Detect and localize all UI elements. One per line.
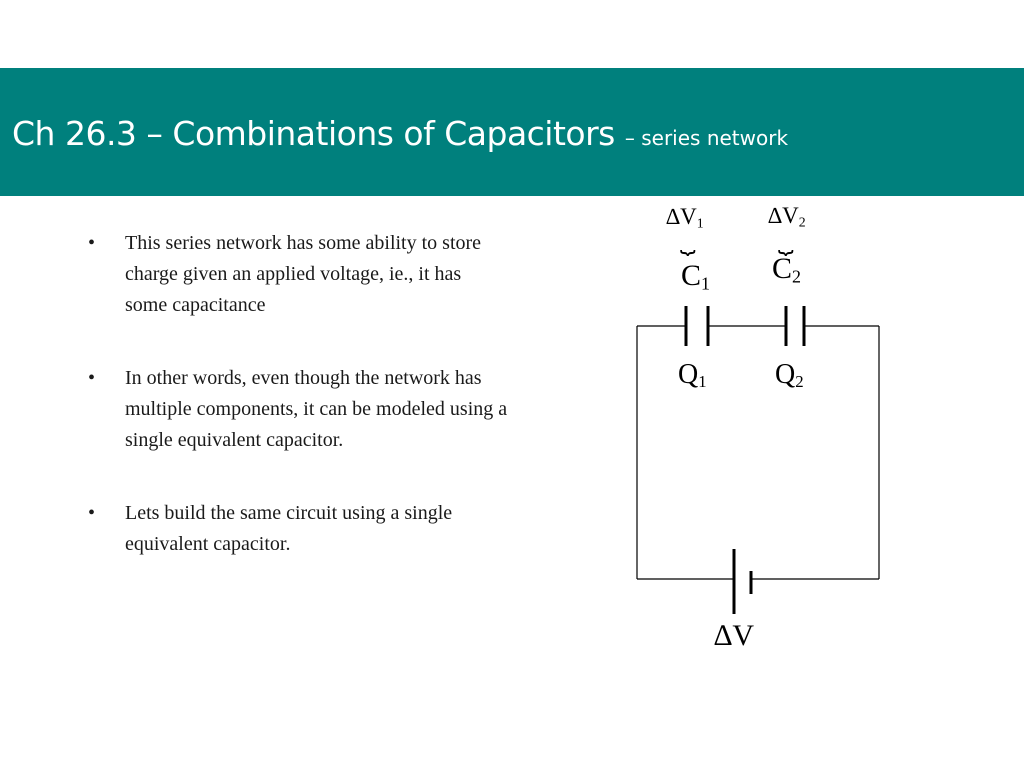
bullet-text: In other words, even though the network … xyxy=(125,367,508,451)
brace-c1: ⏟ xyxy=(680,225,696,254)
c1-label: C1 xyxy=(681,259,711,294)
title-bar xyxy=(0,68,1024,196)
bullet-item-2: • In other words, even though the networ… xyxy=(88,363,508,456)
title-main: Ch 26.3 – Combinations of Capacitors xyxy=(12,114,615,153)
bullet-text: This series network has some ability to … xyxy=(125,232,482,316)
capacitor-c1-symbol xyxy=(684,306,710,346)
bullet-marker: • xyxy=(88,232,96,254)
delta-v1-label: ∆V1 xyxy=(666,204,704,231)
battery-symbol xyxy=(732,549,753,614)
delta-v2-label: ∆V2 xyxy=(768,203,806,230)
bullet-marker: • xyxy=(88,367,96,389)
bullet-text: Lets build the same circuit using a sing… xyxy=(125,502,453,555)
bullet-list: • This series network has some ability t… xyxy=(88,228,508,602)
brace-c2: ⏟ xyxy=(778,225,794,254)
q2-label: Q2 xyxy=(775,359,804,392)
title-subtitle: – series network xyxy=(624,126,789,150)
bullet-item-3: • Lets build the same circuit using a si… xyxy=(88,498,508,560)
circuit-wires xyxy=(636,325,880,580)
capacitor-c2-symbol xyxy=(784,306,806,346)
q1-label: Q1 xyxy=(678,359,707,392)
bullet-item-1: • This series network has some ability t… xyxy=(88,228,508,321)
delta-v-label: ∆V xyxy=(714,619,755,652)
slide-title: Ch 26.3 – Combinations of Capacitors – s… xyxy=(12,110,788,162)
c2-label: C2 xyxy=(772,252,802,287)
bullet-marker: • xyxy=(88,502,96,524)
